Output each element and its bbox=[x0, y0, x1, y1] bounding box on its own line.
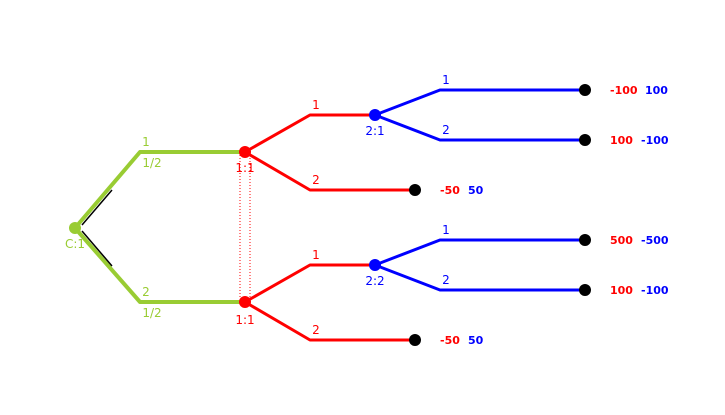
p1-top-node-label: 1:1 bbox=[235, 161, 254, 175]
p1-top-action-2-label: 2 bbox=[312, 173, 320, 187]
p2-bottom-action-2-label: 2 bbox=[442, 273, 450, 287]
p1-top-branch-2[interactable] bbox=[244, 150, 415, 192]
p2-top-branch-1[interactable] bbox=[374, 88, 585, 117]
terminal-node[interactable] bbox=[409, 334, 421, 346]
chance-up-prob-label: 1/2 bbox=[142, 156, 161, 170]
terminal-node[interactable] bbox=[579, 134, 591, 146]
chance-up-action-label: 1 bbox=[142, 135, 150, 149]
chance-branches bbox=[73, 150, 245, 304]
payoff-player1: 500 bbox=[610, 234, 633, 247]
chance-node-label: C:1 bbox=[65, 237, 85, 251]
player1-branches bbox=[244, 113, 415, 342]
p2-bottom-node[interactable] bbox=[369, 259, 381, 271]
payoff-player2: 50 bbox=[468, 184, 484, 197]
terminal-nodes bbox=[409, 84, 591, 346]
payoff-column: -100 100 100 -100 -50 50 500 -500 100 -1… bbox=[440, 84, 669, 347]
p2-top-node-label: 2:1 bbox=[365, 124, 384, 138]
p1-top-action-1-label: 1 bbox=[312, 98, 320, 112]
p1-bottom-branch-2[interactable] bbox=[244, 300, 415, 342]
terminal-node[interactable] bbox=[579, 84, 591, 96]
p2-bottom-action-1-label: 1 bbox=[442, 223, 450, 237]
payoff-player2: -500 bbox=[641, 234, 669, 247]
p1-bottom-branch-1[interactable] bbox=[244, 263, 375, 304]
payoff-player2: -100 bbox=[641, 134, 669, 147]
payoff-player1: 100 bbox=[610, 134, 633, 147]
payoff-player2: -100 bbox=[641, 284, 669, 297]
chance-down-action-label: 2 bbox=[142, 285, 150, 299]
payoff-player1: 100 bbox=[610, 284, 633, 297]
p1-bottom-action-1-label: 1 bbox=[312, 248, 320, 262]
terminal-node[interactable] bbox=[409, 184, 421, 196]
p2-top-action-2-label: 2 bbox=[442, 123, 450, 137]
p1-bottom-node-label: 1:1 bbox=[235, 313, 254, 327]
p1-bottom-action-2-label: 2 bbox=[312, 323, 320, 337]
p2-top-node[interactable] bbox=[369, 109, 381, 121]
terminal-node[interactable] bbox=[579, 234, 591, 246]
payoff-player1: -100 bbox=[610, 84, 638, 97]
p1-bottom-node[interactable] bbox=[239, 296, 251, 308]
p1-top-branch-1[interactable] bbox=[244, 113, 375, 154]
payoff-player2: 100 bbox=[645, 84, 668, 97]
p2-bottom-branch-2[interactable] bbox=[374, 263, 585, 292]
chance-down-prob-label: 1/2 bbox=[142, 306, 161, 320]
chance-shadow bbox=[81, 189, 113, 267]
p2-bottom-branch-1[interactable] bbox=[374, 238, 585, 267]
payoff-player2: 50 bbox=[468, 334, 484, 347]
payoff-player1: -50 bbox=[440, 334, 460, 347]
chance-branch-down[interactable] bbox=[73, 226, 245, 304]
chance-node[interactable] bbox=[69, 222, 81, 234]
payoff-player1: -50 bbox=[440, 184, 460, 197]
p1-top-node[interactable] bbox=[239, 146, 251, 158]
information-set-1 bbox=[239, 152, 251, 302]
terminal-node[interactable] bbox=[579, 284, 591, 296]
chance-branch-up[interactable] bbox=[73, 150, 245, 230]
p2-top-branch-2[interactable] bbox=[374, 113, 585, 142]
p2-bottom-node-label: 2:2 bbox=[365, 274, 384, 288]
p2-top-action-1-label: 1 bbox=[442, 73, 450, 87]
player2-branches bbox=[374, 88, 585, 292]
